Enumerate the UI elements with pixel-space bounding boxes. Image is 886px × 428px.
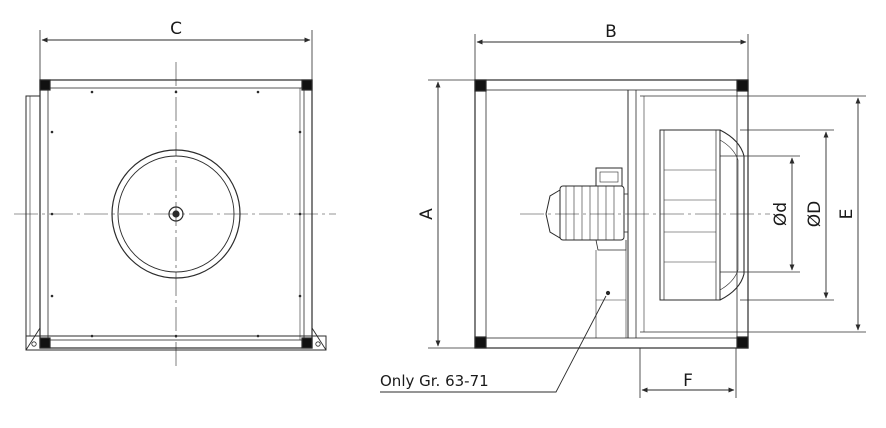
corner-block <box>474 336 487 349</box>
motor <box>545 167 629 251</box>
label-d-large: ØD <box>805 201 825 227</box>
front-view <box>14 30 336 370</box>
corner-block <box>736 79 749 92</box>
corner-block <box>474 79 487 92</box>
side-view <box>380 34 866 398</box>
note-leader <box>380 295 607 393</box>
left-flange <box>25 95 41 337</box>
inlet-cone <box>719 129 745 301</box>
label-b: B <box>605 22 617 42</box>
corner-block <box>301 79 313 91</box>
label-f: F <box>683 371 693 391</box>
label-d-small: Ød <box>771 202 791 226</box>
foot-hole-right <box>315 341 321 347</box>
note-only-gr: Only Gr. 63-71 <box>380 372 489 390</box>
foot-hole-left <box>31 341 37 347</box>
corner-block <box>39 337 51 349</box>
impeller <box>659 129 745 301</box>
corner-block <box>301 337 313 349</box>
terminal-box <box>595 167 623 187</box>
label-a: A <box>417 208 437 220</box>
corner-block <box>736 336 749 349</box>
corner-block <box>39 79 51 91</box>
label-c: C <box>170 19 182 39</box>
bolt-dots <box>50 90 302 338</box>
motor-support <box>595 250 627 338</box>
label-e: E <box>837 209 857 220</box>
